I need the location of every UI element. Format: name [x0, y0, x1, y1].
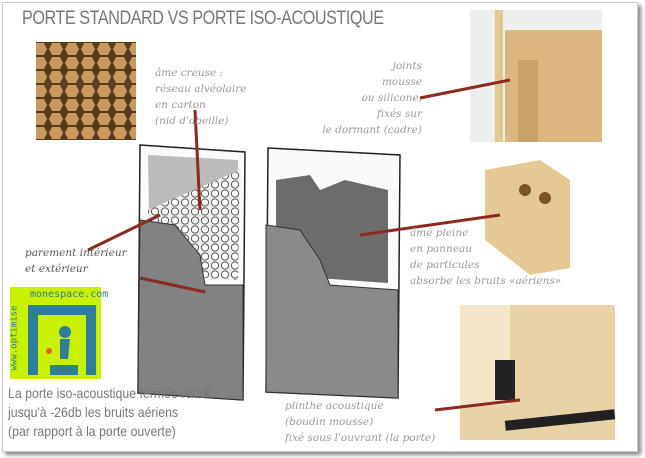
frame-joint-photo [470, 10, 602, 142]
arrow-icon [139, 276, 206, 294]
label-facing: parement intérieur et extérieur [25, 247, 127, 275]
label-hollow-core: âme creuse : réseau alvéolaire en carton… [155, 67, 247, 127]
caption-line: jusqu'à -26db les bruits aériens [8, 404, 179, 420]
arrow-icon [193, 109, 202, 211]
arrow-icon [359, 213, 501, 237]
standard-door [137, 144, 246, 401]
arrow-icon [434, 398, 521, 412]
caption: La porte iso-acoustique fermée réduit ju… [8, 384, 212, 441]
logo: monespace.com www.optimise [10, 287, 108, 379]
arrow-icon [419, 78, 511, 100]
logo-text: monespace.com [30, 289, 109, 300]
iso-acoustic-door [265, 147, 401, 399]
acoustic-threshold-photo [460, 305, 616, 440]
title: PORTE STANDARD VS PORTE ISO-ACOUSTIQUE [22, 8, 384, 29]
honeycomb-photo [36, 42, 136, 140]
caption-line: La porte iso-acoustique fermée réduit [8, 385, 213, 401]
solid-core-photo [485, 160, 570, 275]
label-joints: joints mousse ou silicone, fixés sur le … [322, 60, 422, 136]
caption-line: (par rapport à la porte ouverte) [8, 423, 176, 439]
label-threshold: plinthe acoustique (boudin mousse) fixé … [285, 400, 436, 444]
arrows [87, 78, 521, 412]
arrow-icon [87, 213, 161, 252]
label-solid-core: âme pleine en panneau de particules abso… [410, 227, 562, 287]
